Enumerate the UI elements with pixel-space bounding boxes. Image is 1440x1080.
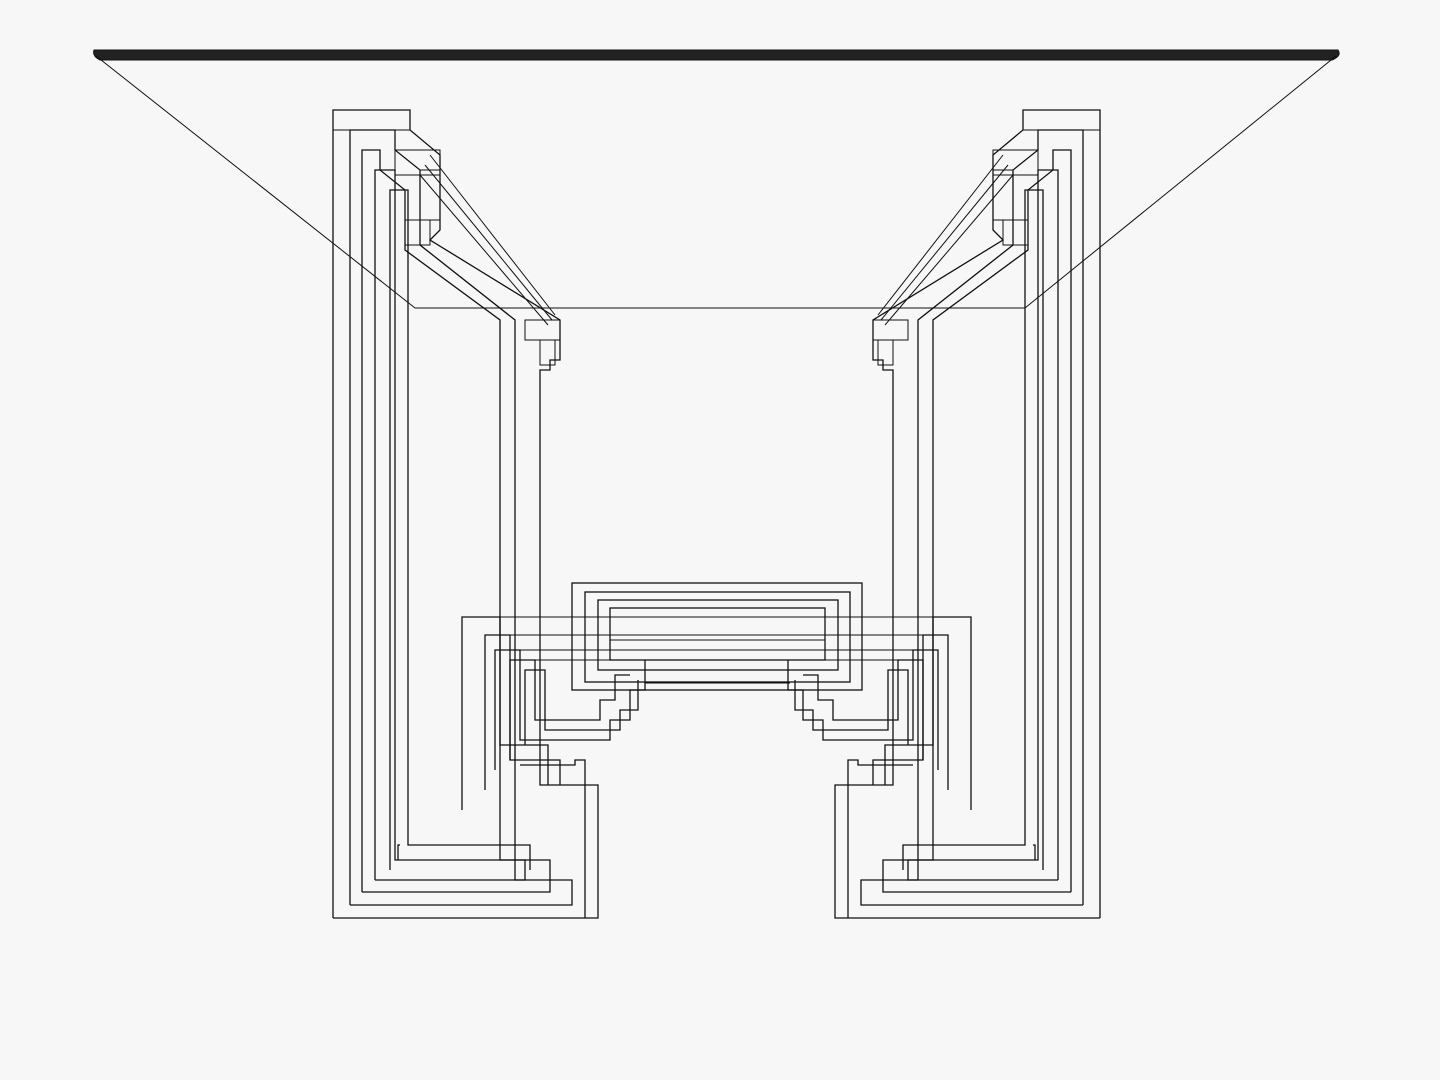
glass-top	[93, 49, 1340, 309]
glass-top-right-edge	[1024, 55, 1337, 309]
leg-frame-3	[361, 149, 551, 893]
leg-frame-5	[389, 189, 531, 870]
leg-block-6	[539, 339, 556, 366]
foot-step-6	[520, 759, 586, 918]
leg-top-block	[332, 109, 411, 131]
leg-rail-2	[424, 164, 553, 321]
leg-rail-1	[429, 154, 556, 316]
foot-step-1	[461, 616, 549, 810]
leg-frame-4	[374, 169, 526, 881]
leg-block-2	[394, 149, 441, 176]
left-leg	[332, 109, 646, 919]
leg-inner-frame	[397, 844, 400, 860]
center-stretcher	[462, 582, 970, 691]
stretcher-outer	[571, 582, 863, 691]
glass-top-front-edge	[93, 49, 1340, 61]
foot-step-5	[524, 669, 639, 745]
leg-block-4	[404, 219, 431, 246]
stretcher-2	[584, 591, 851, 683]
leg-rail-3	[419, 174, 549, 326]
